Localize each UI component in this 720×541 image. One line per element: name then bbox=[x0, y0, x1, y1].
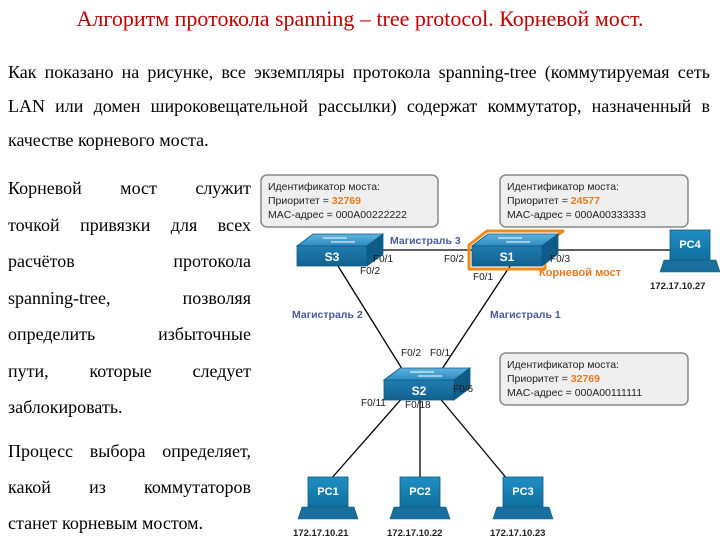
pc-ip: 172.17.10.27 bbox=[650, 281, 705, 292]
pc-keyboard bbox=[389, 506, 451, 520]
switch-arrows-icon bbox=[323, 237, 355, 243]
pc-label: PC1 bbox=[317, 486, 338, 498]
links bbox=[329, 249, 670, 481]
paragraph-line: станет корневым мостом. bbox=[8, 513, 203, 533]
port-label: F0/11 bbox=[361, 398, 386, 409]
box-mac: MAC-адрес = 000A00111111 bbox=[507, 387, 642, 399]
switch-side bbox=[453, 367, 471, 401]
pc-pc2: PC2 bbox=[389, 476, 451, 520]
bridge-id-box-s3: Идентификатор моста: Приоритет = 32769 M… bbox=[260, 174, 439, 228]
port-label: F0/18 bbox=[405, 400, 431, 411]
trunk-1-label: Магистраль 1 bbox=[490, 309, 561, 321]
paragraph-line: Корневой мост служит bbox=[8, 178, 251, 198]
box-frame bbox=[260, 174, 439, 228]
priority-value: 32769 bbox=[571, 373, 600, 385]
paragraph-line: определить избыточные bbox=[8, 324, 251, 344]
trunk-3-label: Магистраль 3 bbox=[390, 235, 461, 247]
pc-monitor bbox=[502, 476, 544, 508]
paragraph-line: точкой привязки для всех bbox=[8, 214, 251, 235]
pc-label: PC4 bbox=[679, 239, 701, 251]
port-label: F0/1 bbox=[373, 254, 393, 265]
box-priority: Приоритет = 24577 bbox=[507, 195, 600, 207]
port-labels: F0/1 F0/2 F0/2 F0/1 F0/3 F0/2 F0/1 F0/6 … bbox=[360, 254, 570, 411]
box-frame bbox=[499, 174, 689, 228]
port-label: F0/6 bbox=[453, 384, 473, 395]
paragraph-line: какой из коммутаторов bbox=[8, 477, 251, 497]
box-title: Идентификатор моста: bbox=[507, 181, 619, 193]
paragraph-line: Процесс выбора определяет, bbox=[8, 441, 251, 461]
switch-label: S3 bbox=[325, 250, 340, 264]
switch-s2: S2 bbox=[382, 367, 472, 401]
switch-label: S2 bbox=[412, 384, 427, 398]
trunk-2-label: Магистраль 2 bbox=[292, 309, 363, 321]
switch-s1-root: S1 bbox=[467, 229, 565, 271]
link-s2-pc3 bbox=[437, 395, 509, 481]
pc-label: PC2 bbox=[409, 486, 430, 498]
pc-ip: 172.17.10.21 bbox=[293, 528, 349, 539]
link-s2-pc1 bbox=[329, 395, 405, 481]
root-bridge-label: Корневой мост bbox=[539, 267, 622, 279]
pc-pc3: PC3 bbox=[492, 476, 554, 520]
paragraph-line: заблокировать. bbox=[8, 397, 123, 417]
link-trunk-2 bbox=[337, 265, 405, 373]
paragraph-line: пути, которые следует bbox=[8, 360, 251, 381]
box-title: Идентификатор моста: bbox=[268, 181, 380, 193]
port-label: F0/1 bbox=[430, 348, 450, 359]
switch-label: S1 bbox=[500, 250, 515, 264]
pc-pc1: PC1 bbox=[297, 476, 359, 520]
priority-prefix: Приоритет = bbox=[507, 195, 571, 207]
link-trunk-1 bbox=[439, 265, 511, 373]
box-priority: Приоритет = 32769 bbox=[507, 373, 600, 385]
pc-ip: 172.17.10.22 bbox=[387, 528, 442, 539]
intro-paragraph: Как показано на рисунке, все экземпляры … bbox=[8, 62, 710, 150]
switch-side bbox=[541, 233, 559, 267]
election-paragraph: Процесс выбора определяет, какой из комм… bbox=[8, 433, 251, 541]
switch-arrows-icon bbox=[498, 237, 530, 243]
box-priority: Приоритет = 32769 bbox=[268, 195, 361, 207]
port-label: F0/2 bbox=[444, 254, 464, 265]
pc-keyboard bbox=[659, 259, 720, 273]
root-bridge-paragraph: Корневой мост служит точкой привязки для… bbox=[8, 170, 251, 426]
paragraph-line: spanning-tree, позволяя bbox=[8, 287, 251, 308]
port-label: F0/2 bbox=[401, 348, 421, 359]
box-title: Идентификатор моста: bbox=[507, 359, 619, 371]
priority-value: 32769 bbox=[332, 195, 361, 207]
pc-monitor bbox=[669, 229, 711, 261]
pc-monitor bbox=[399, 476, 441, 508]
paragraph-line: расчётов протокола bbox=[8, 251, 251, 271]
pc-keyboard bbox=[492, 506, 554, 520]
port-label: F0/1 bbox=[473, 272, 493, 283]
port-label: F0/3 bbox=[550, 254, 570, 265]
priority-prefix: Приоритет = bbox=[507, 373, 571, 385]
page-title: Алгоритм протокола spanning – tree proto… bbox=[76, 6, 644, 31]
bridge-id-box-s1: Идентификатор моста: Приоритет = 24577 M… bbox=[499, 174, 689, 228]
pc-ip: 172.17.10.23 bbox=[490, 528, 545, 539]
box-mac: MAC-адрес = 000A00333333 bbox=[507, 209, 646, 221]
box-frame bbox=[499, 352, 689, 406]
switch-s3: S3 bbox=[295, 233, 385, 267]
pc-label: PC3 bbox=[512, 486, 533, 498]
switch-arrows-icon bbox=[410, 371, 442, 377]
priority-prefix: Приоритет = bbox=[268, 195, 332, 207]
priority-value: 24577 bbox=[571, 195, 600, 207]
bridge-id-box-s2: Идентификатор моста: Приоритет = 32769 M… bbox=[499, 352, 689, 406]
pc-keyboard bbox=[297, 506, 359, 520]
pc-pc4: PC4 bbox=[659, 229, 720, 273]
switch-side bbox=[366, 233, 384, 267]
port-label: F0/2 bbox=[360, 266, 380, 277]
box-mac: MAC-адрес = 000A00222222 bbox=[268, 209, 407, 221]
